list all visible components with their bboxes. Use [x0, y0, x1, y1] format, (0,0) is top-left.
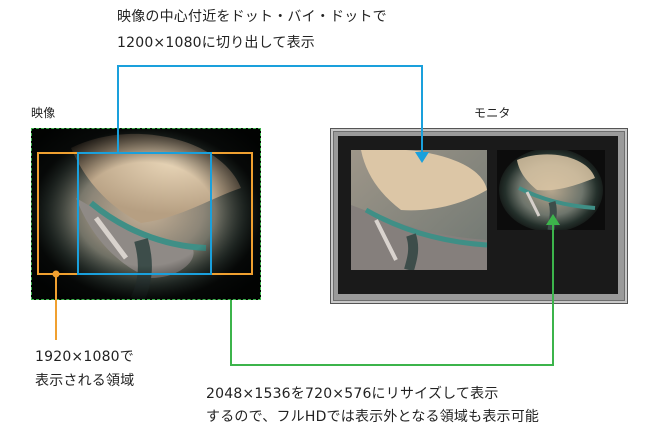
bottom-caption-line2: するので、フルHDでは表示外となる領域も表示可能	[206, 409, 540, 425]
monitor-cropped-view	[351, 150, 487, 270]
resized-view-image	[499, 150, 603, 230]
cropped-view-image	[351, 150, 487, 270]
left-caption-line1: 1920×1080で	[35, 349, 134, 365]
source-label: 映像	[31, 106, 56, 120]
bottom-caption-line1: 2048×1536を720×576にリサイズして表示	[206, 386, 499, 402]
top-caption-line2: 1200×1080に切り出して表示	[117, 35, 315, 51]
source-frame-border	[31, 128, 261, 300]
top-caption-line1: 映像の中心付近をドット・バイ・ドットで	[117, 9, 387, 25]
monitor-label: モニタ	[474, 106, 511, 120]
monitor-resized-view	[497, 150, 605, 230]
left-caption-line2: 表示される領域	[35, 373, 135, 389]
